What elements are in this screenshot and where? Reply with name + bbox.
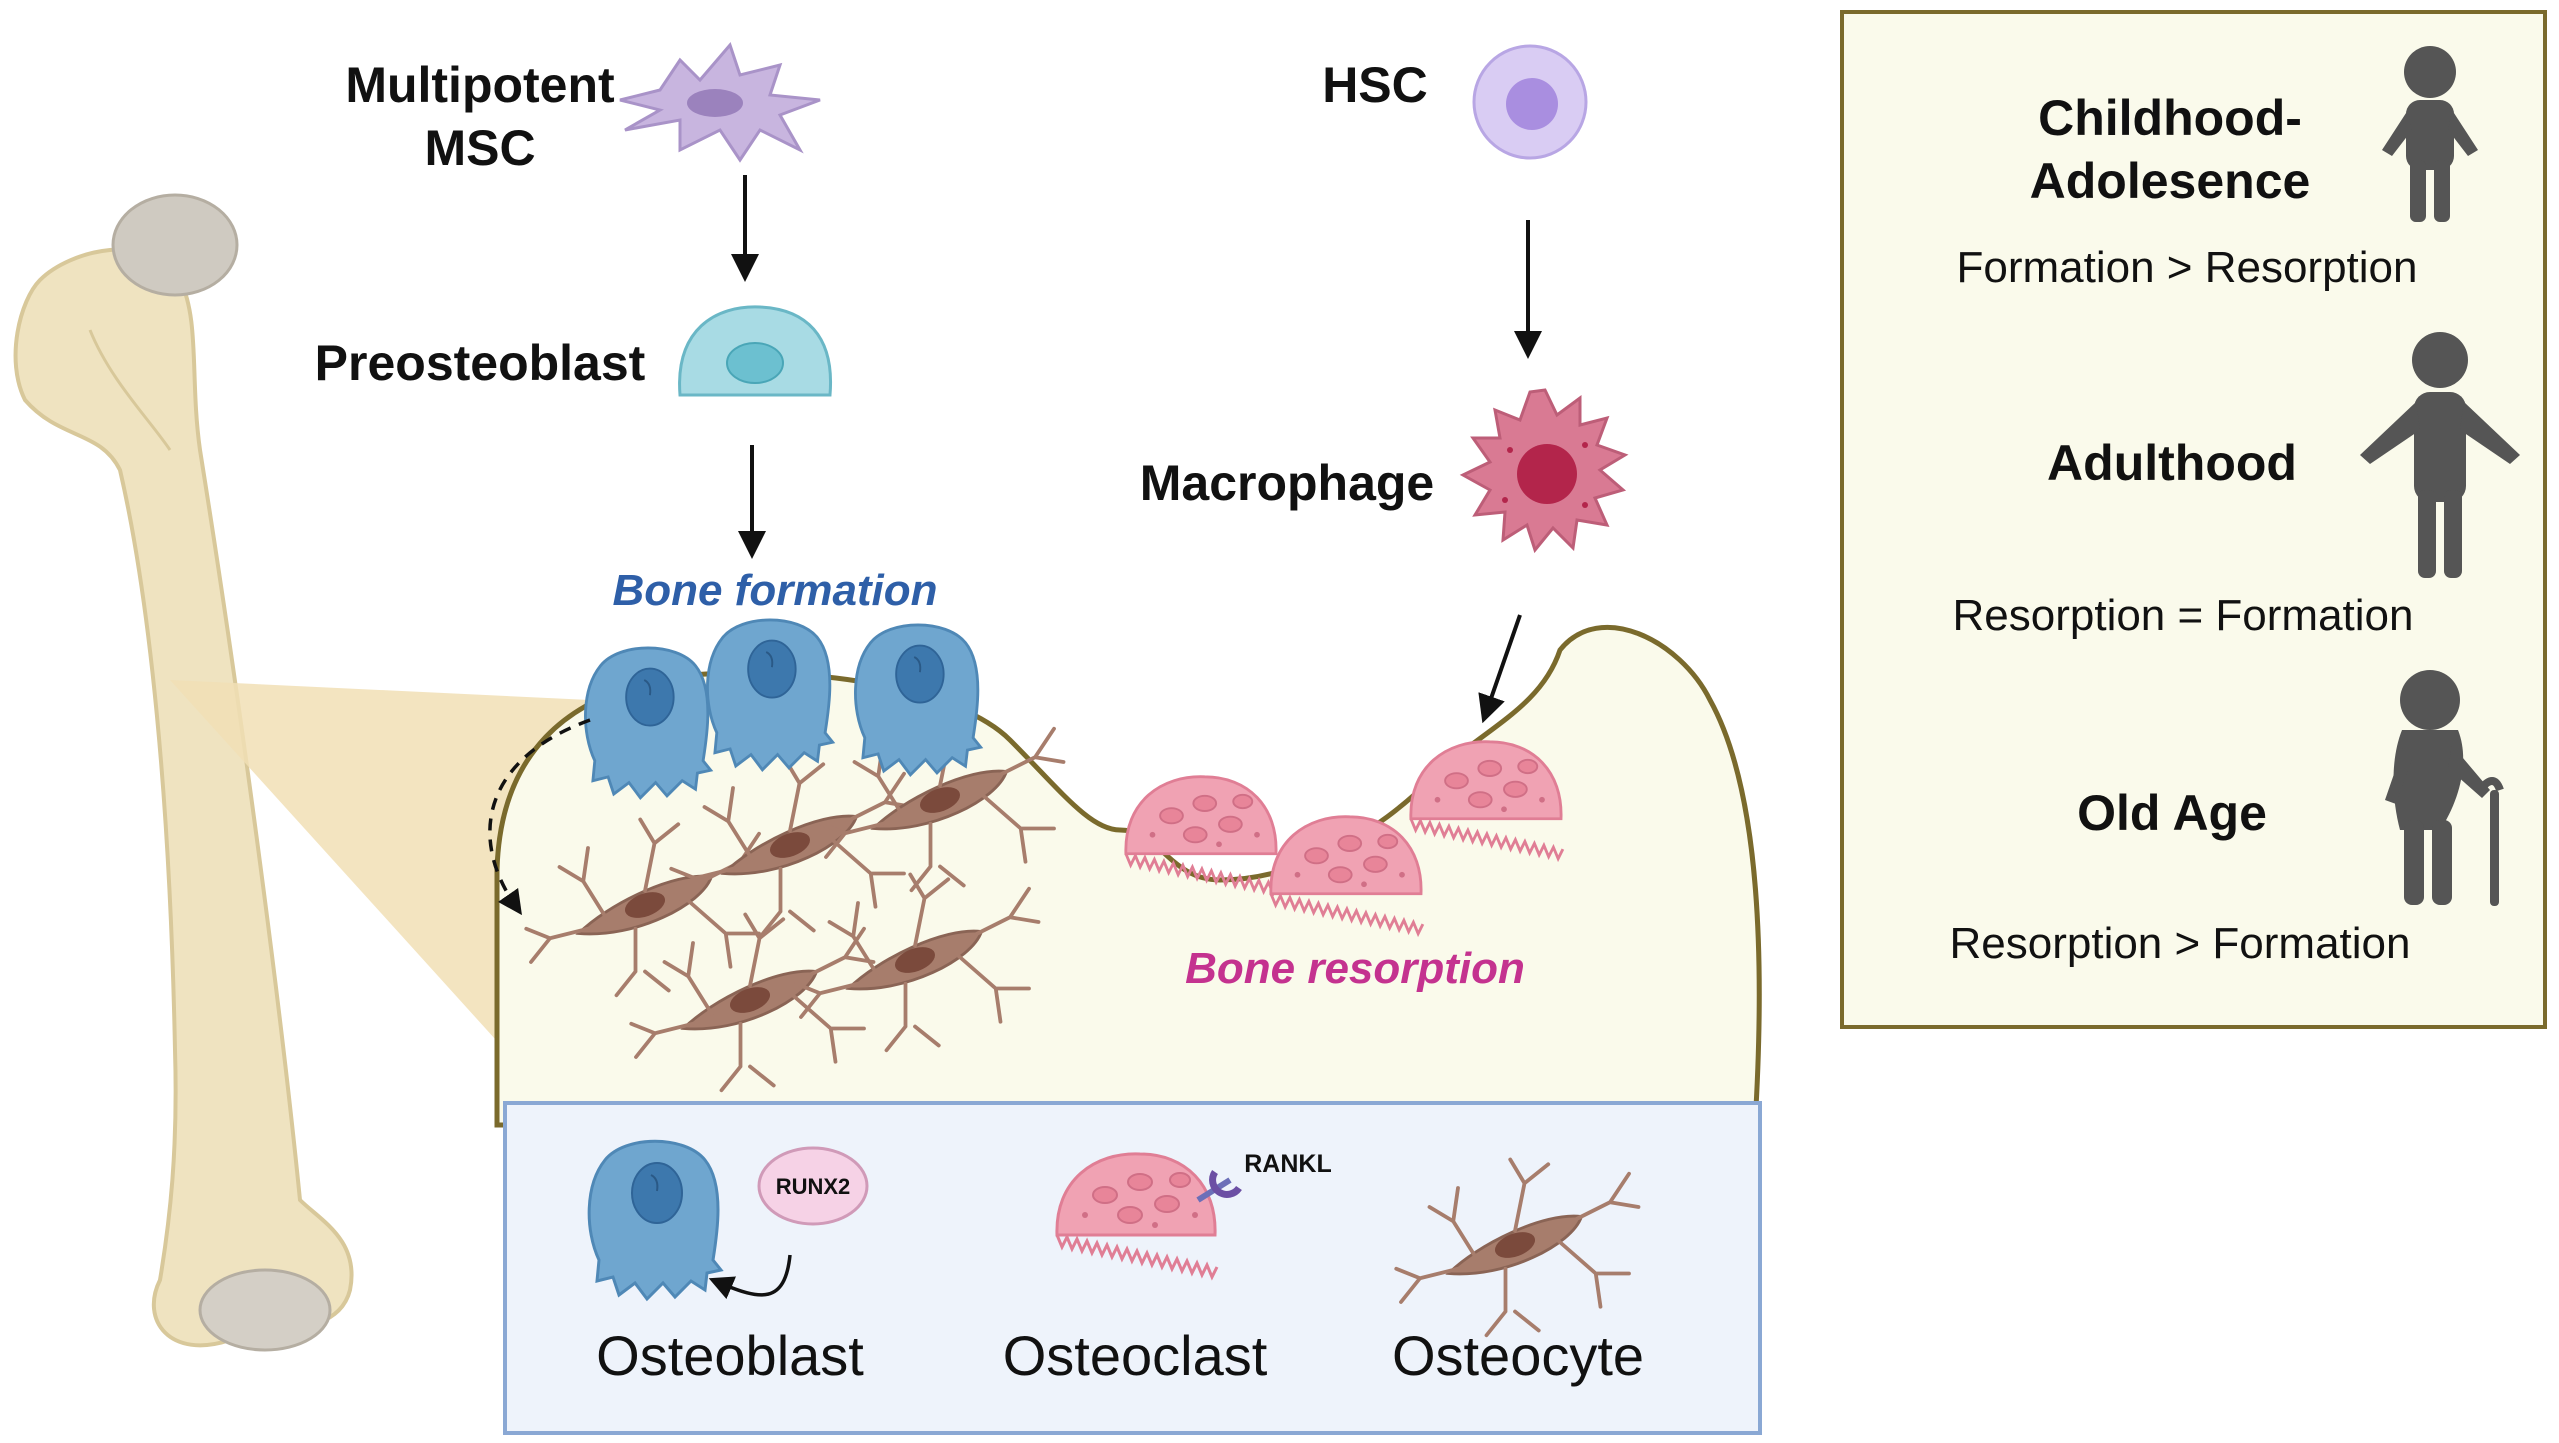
stage-oldage-title: Old Age: [2077, 785, 2267, 841]
elderly-silhouette-icon: [2385, 670, 2504, 906]
macrophage-cell-icon: [1459, 388, 1629, 554]
dashed-differentiation-arrow: [488, 718, 591, 916]
stage-childhood-title-line2: Adolesence: [2030, 153, 2311, 209]
arrow-macrophage-to-resorption: [1478, 614, 1522, 724]
stage-oldage-relation: Resorption > Formation: [1950, 919, 2411, 968]
child-silhouette-icon: [2382, 46, 2478, 222]
cell-type-legend-panel: [503, 1101, 1762, 1435]
femur-bone: [13, 193, 354, 1352]
msc-label-line2: MSC: [424, 120, 535, 176]
runx2-badge: RUNX2: [757, 1146, 869, 1226]
msc-cell-icon: [619, 42, 821, 163]
bone-resorption-label: Bone resorption: [1185, 944, 1525, 993]
adult-silhouette-icon: [2360, 332, 2520, 578]
stage-childhood-title-line1: Childhood-: [2038, 90, 2302, 146]
preosteoblast-cell-icon: [678, 305, 833, 397]
macrophage-label: Macrophage: [1140, 455, 1435, 511]
stage-adulthood-title: Adulthood: [2047, 435, 2297, 491]
stage-adulthood-relation: Resorption = Formation: [1953, 591, 2414, 640]
runx2-arrow: [708, 1254, 792, 1300]
rankl-label: RANKL: [1244, 1150, 1332, 1178]
preosteoblast-label: Preosteoblast: [315, 335, 646, 391]
hsc-label: HSC: [1322, 57, 1428, 113]
bone-formation-label: Bone formation: [612, 566, 937, 615]
osteoblast-label: Osteoblast: [596, 1324, 864, 1387]
stage-childhood-relation: Formation > Resorption: [1957, 243, 2418, 292]
runx2-label: RUNX2: [776, 1174, 851, 1199]
zoom-wedge: [170, 680, 590, 1050]
osteoclast-label: Osteoclast: [1003, 1324, 1268, 1387]
msc-label-line1: Multipotent: [345, 57, 615, 113]
legend-osteoblast-icon: [587, 1139, 723, 1301]
osteocyte-label: Osteocyte: [1392, 1324, 1644, 1387]
rankl-receptor-icon: [1196, 1170, 1242, 1203]
hsc-cell-icon: [1472, 44, 1588, 160]
